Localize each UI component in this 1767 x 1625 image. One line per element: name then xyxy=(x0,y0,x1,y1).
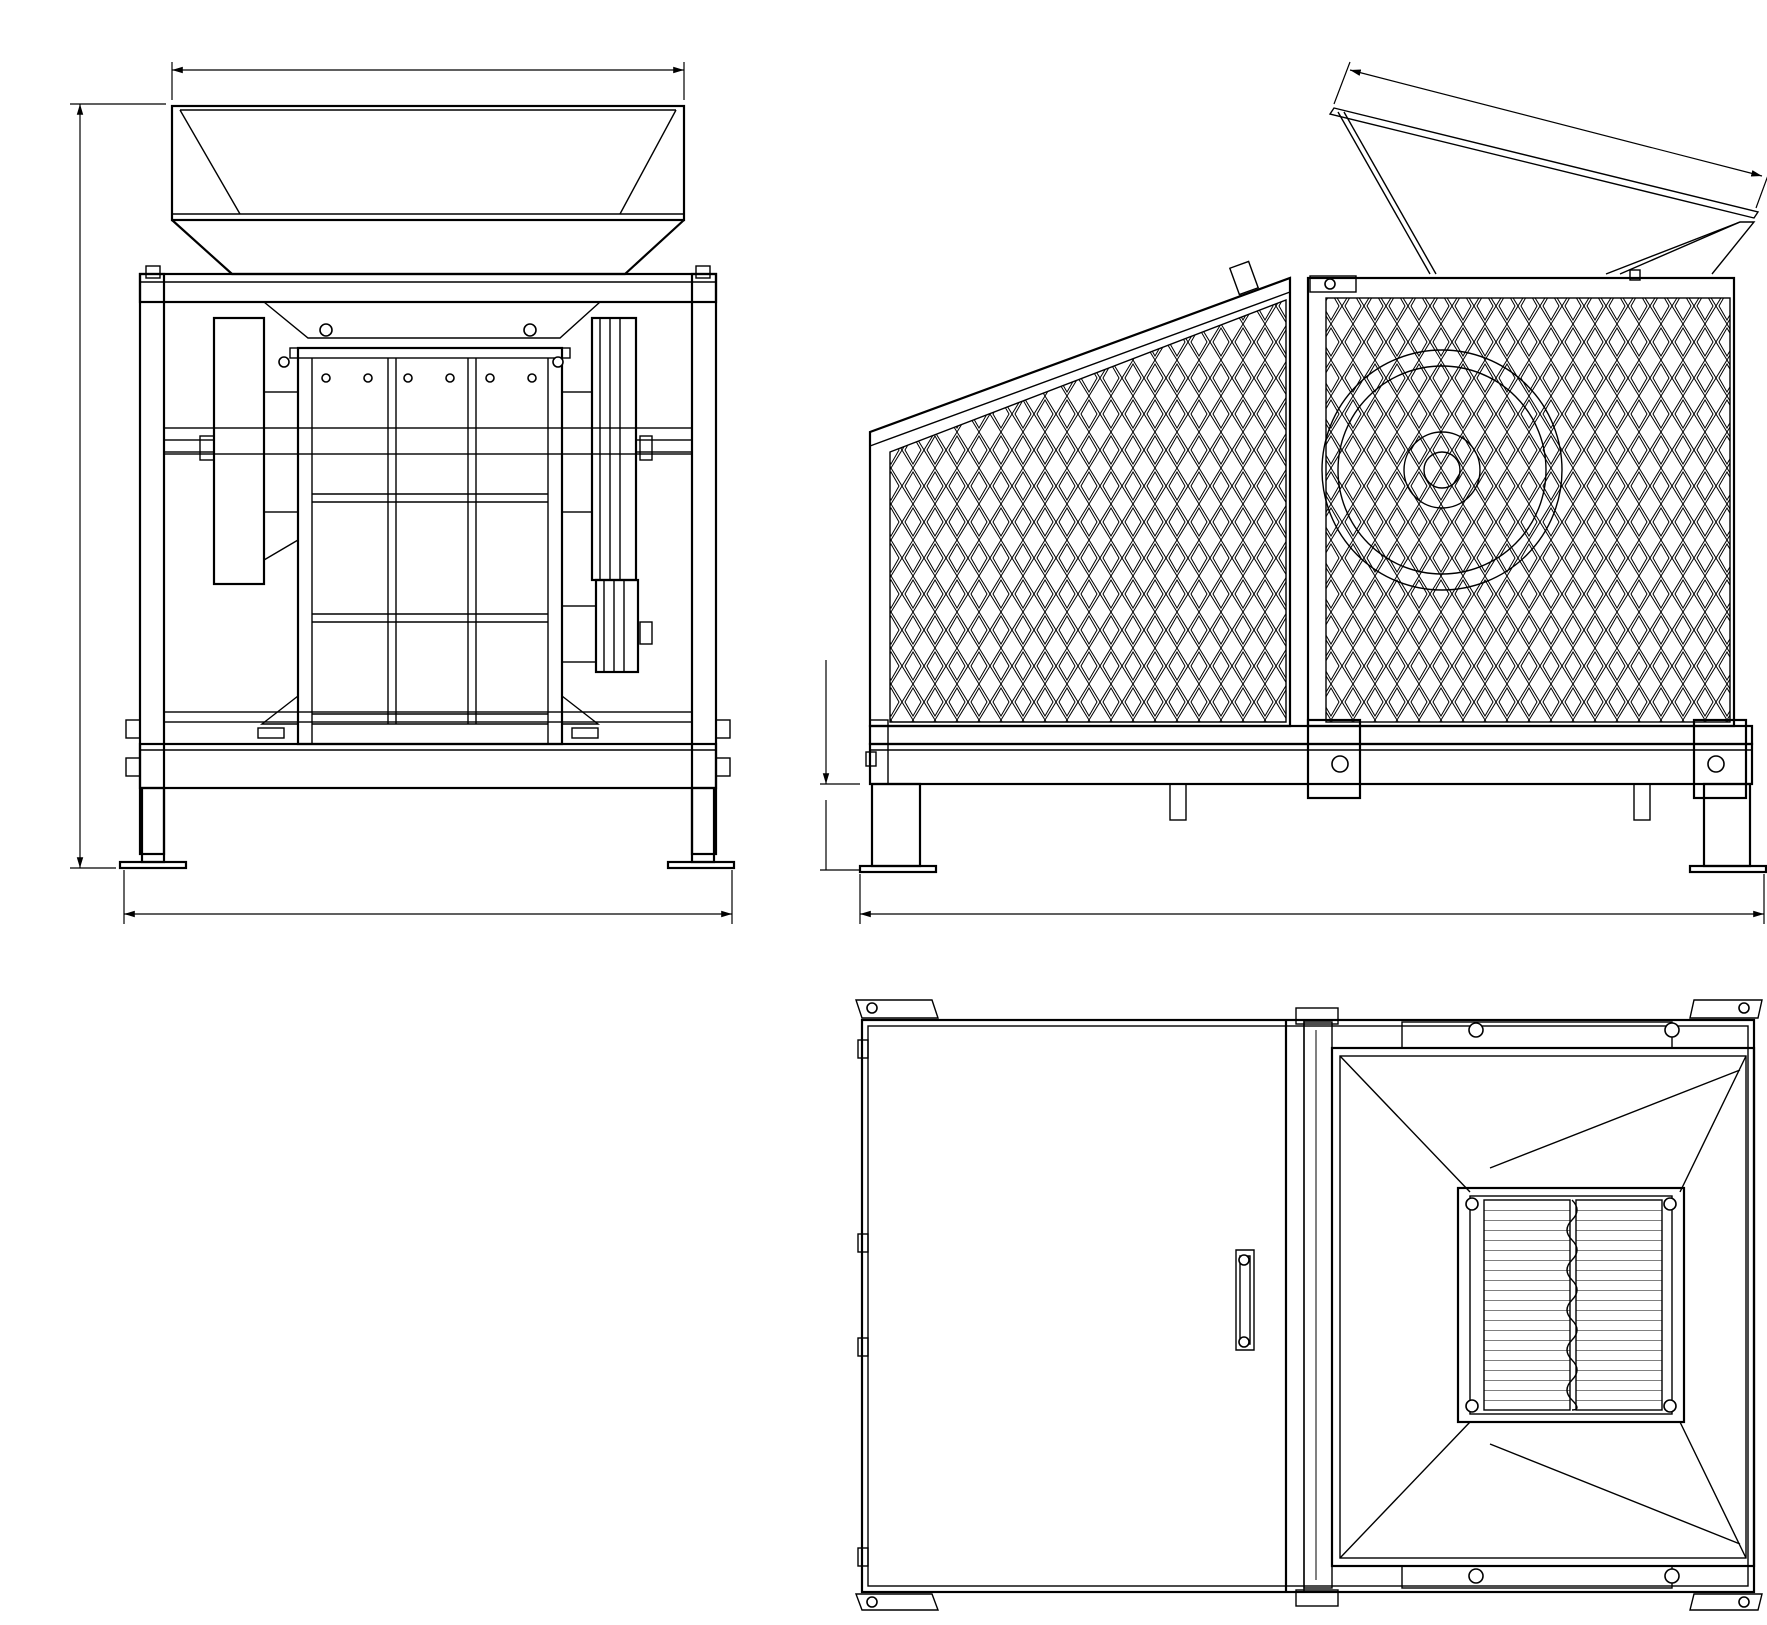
dim-103 xyxy=(820,660,860,871)
front-left-flywheel xyxy=(163,316,299,586)
top-view xyxy=(854,999,1763,1611)
front-hopper xyxy=(170,104,686,276)
top-left-cover xyxy=(857,1020,1305,1592)
front-view xyxy=(70,62,736,924)
dim-804 xyxy=(123,870,733,924)
dim-560 xyxy=(1333,61,1767,209)
side-sloped-guard xyxy=(868,260,1292,728)
side-view xyxy=(820,61,1767,924)
front-right-pulleys xyxy=(561,316,693,674)
dim-1202 xyxy=(859,874,1765,924)
side-hopper-lid xyxy=(1328,107,1760,275)
side-right-guard xyxy=(1306,269,1736,728)
front-crusher-housing xyxy=(257,346,601,746)
dim-660 xyxy=(171,62,685,100)
top-hopper xyxy=(1330,1021,1756,1589)
front-frame xyxy=(118,265,736,870)
top-crusher-rolls xyxy=(1456,1186,1686,1424)
dim-1010 xyxy=(70,103,166,869)
side-base-frame xyxy=(858,718,1767,874)
